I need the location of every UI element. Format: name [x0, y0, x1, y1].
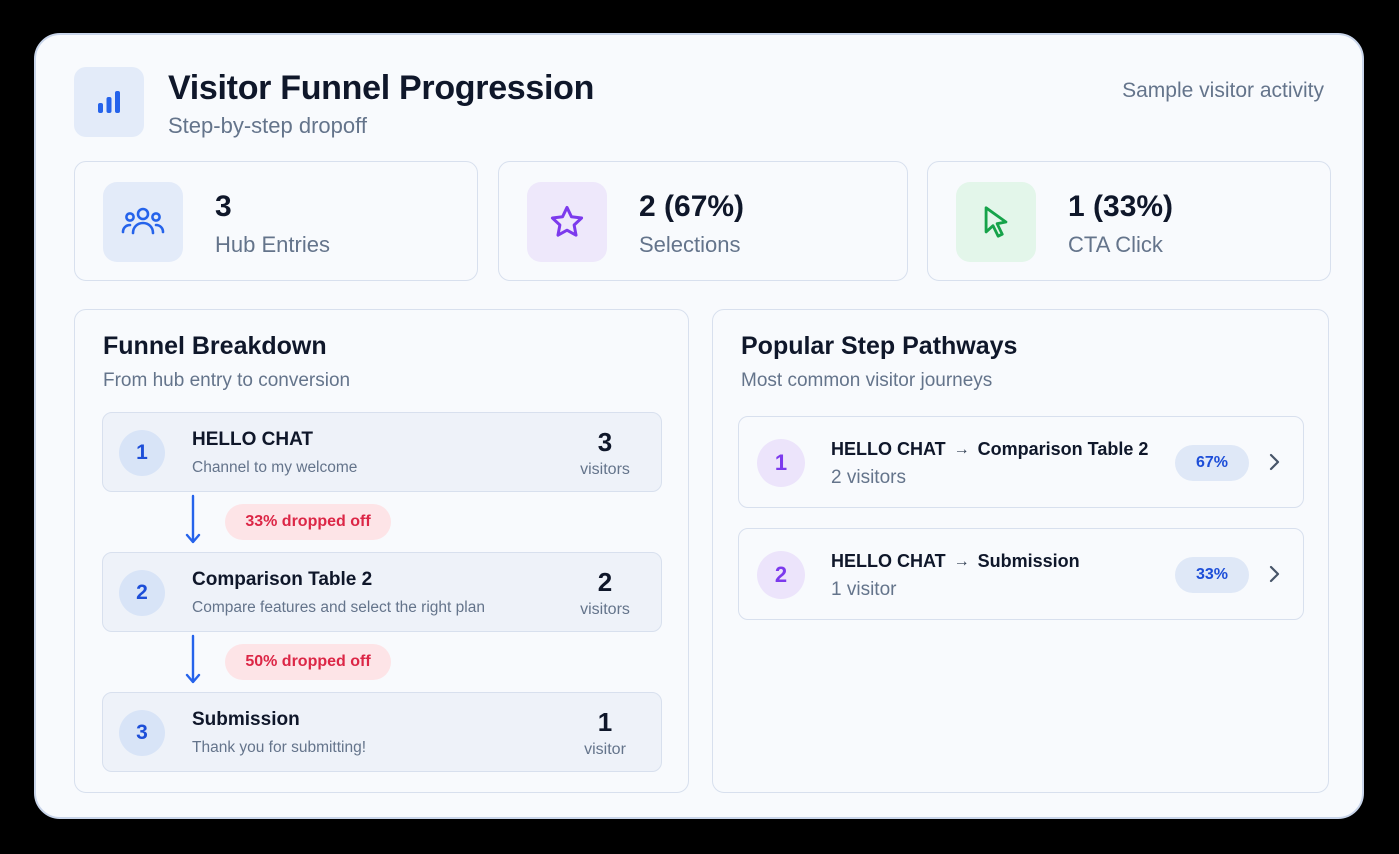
panel-subtitle: Most common visitor journeys: [741, 370, 993, 391]
arrow-right-icon: →: [953, 440, 970, 458]
stat-card-cta-click: 1 (33%) CTA Click: [927, 161, 1331, 281]
step-unit: visitor: [584, 741, 626, 758]
chevron-right-icon[interactable]: [1267, 451, 1281, 473]
step-count: 2: [597, 567, 613, 597]
dropoff-badge: 50% dropped off: [225, 644, 391, 680]
funnel-step: 2 Comparison Table 2 Compare features an…: [102, 552, 662, 632]
step-description: Thank you for submitting!: [192, 739, 367, 756]
sample-label: Sample visitor activity: [1122, 79, 1324, 102]
step-name: HELLO CHAT: [192, 429, 314, 450]
panel-subtitle: From hub entry to conversion: [103, 370, 351, 391]
pathway-number: 2: [757, 551, 805, 599]
dropoff-badge: 33% dropped off: [225, 504, 391, 540]
stat-label: Selections: [639, 232, 741, 257]
step-unit: visitors: [580, 601, 630, 618]
pathway-item[interactable]: 1 HELLO CHAT → Comparison Table 2 2 visi…: [738, 416, 1304, 508]
stat-value: 1 (33%): [1068, 190, 1174, 223]
step-description: Compare features and select the right pl…: [192, 599, 485, 616]
step-number: 3: [119, 710, 165, 756]
funnel-card: Visitor Funnel Progression Step-by-step …: [34, 33, 1364, 819]
step-name: Submission: [192, 709, 300, 730]
stat-label: CTA Click: [1068, 232, 1163, 257]
pathway-route: HELLO CHAT → Comparison Table 2: [831, 439, 1148, 460]
page-subtitle: Step-by-step dropoff: [168, 113, 367, 138]
stat-card-hub-entries: 3 Hub Entries: [74, 161, 478, 281]
stat-label: Hub Entries: [215, 232, 330, 257]
funnel-step: 3 Submission Thank you for submitting! 1…: [102, 692, 662, 772]
route-from: HELLO CHAT: [831, 439, 946, 459]
pathway-percent-badge: 33%: [1175, 557, 1249, 593]
pathway-visitors: 2 visitors: [831, 467, 906, 488]
step-count: 3: [597, 427, 613, 457]
stat-value: 2 (67%): [639, 190, 745, 223]
panel-title: Funnel Breakdown: [103, 332, 327, 360]
down-arrow-icon: [185, 634, 201, 684]
funnel-step: 1 HELLO CHAT Channel to my welcome 3 vis…: [102, 412, 662, 492]
route-from: HELLO CHAT: [831, 551, 946, 571]
funnel-breakdown-panel: Funnel Breakdown From hub entry to conve…: [74, 309, 689, 793]
page-title: Visitor Funnel Progression: [168, 69, 595, 107]
step-description: Channel to my welcome: [192, 459, 358, 476]
route-to: Comparison Table 2: [977, 439, 1149, 459]
arrow-right-icon: →: [953, 552, 970, 570]
pathway-item[interactable]: 2 HELLO CHAT → Submission 1 visitor 33%: [738, 528, 1304, 620]
step-number: 1: [119, 430, 165, 476]
step-count: 1: [597, 707, 613, 737]
step-name: Comparison Table 2: [192, 569, 373, 590]
pathway-percent-badge: 67%: [1175, 445, 1249, 481]
panel-title: Popular Step Pathways: [741, 332, 1018, 360]
route-to: Submission: [977, 551, 1080, 571]
users-icon: [103, 182, 183, 262]
star-icon: [527, 182, 607, 262]
chevron-right-icon[interactable]: [1267, 563, 1281, 585]
stat-card-selections: 2 (67%) Selections: [498, 161, 908, 281]
popular-pathways-panel: Popular Step Pathways Most common visito…: [712, 309, 1329, 793]
cursor-icon: [956, 182, 1036, 262]
step-number: 2: [119, 570, 165, 616]
bar-chart-icon: [74, 67, 144, 137]
pathway-visitors: 1 visitor: [831, 579, 897, 600]
stat-value: 3: [215, 190, 232, 223]
pathway-route: HELLO CHAT → Submission: [831, 551, 1080, 572]
pathway-number: 1: [757, 439, 805, 487]
down-arrow-icon: [185, 494, 201, 544]
step-unit: visitors: [580, 461, 630, 478]
